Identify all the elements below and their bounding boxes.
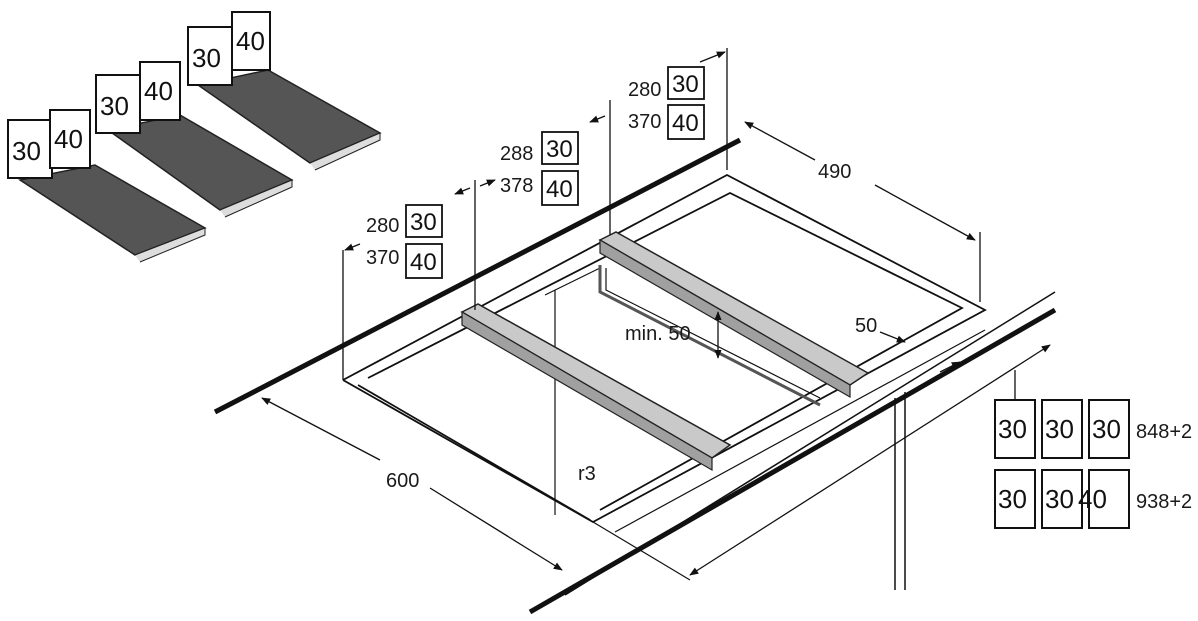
module-3-box-b — [231, 11, 271, 71]
module-1-box-a — [7, 119, 53, 179]
module-3-label-a: 30 — [192, 43, 221, 73]
dimension-50: 50 — [855, 315, 877, 337]
left-top-value: 280 — [366, 215, 399, 237]
row1-box-1: 30 — [998, 414, 1027, 444]
middle-bottom-value: 378 — [500, 175, 533, 197]
dimension-lines — [261, 48, 1051, 576]
cutout-label-right: 280 30 370 40 — [628, 66, 705, 140]
worktop-edges — [213, 137, 1057, 615]
middle-bottom-box: 40 — [546, 176, 573, 203]
cutout-label-left: 280 30 370 40 — [366, 204, 443, 279]
module-2-label-a: 30 — [100, 91, 129, 121]
width-table-row-1: 30 30 30 848+2 — [994, 399, 1192, 459]
left-bottom-value: 370 — [366, 247, 399, 269]
support-rail-left — [460, 303, 732, 472]
right-bottom-box: 40 — [672, 110, 699, 137]
row1-value: 848+2 — [1136, 421, 1192, 443]
left-top-box: 30 — [410, 209, 437, 236]
module-1-label-a: 30 — [12, 136, 41, 166]
module-1-label-b: 40 — [54, 124, 83, 154]
width-table-row-2: 30 30 40 938+2 — [994, 469, 1192, 529]
left-bottom-box: 40 — [410, 249, 437, 276]
row2-box-3: 40 — [1078, 484, 1107, 514]
row2-box-1: 30 — [998, 484, 1027, 514]
row2-box-2: 30 — [1045, 484, 1074, 514]
row2-value: 938+2 — [1136, 491, 1192, 513]
module-3-label-b: 40 — [236, 26, 265, 56]
row1-box-3: 30 — [1092, 414, 1121, 444]
cutout-label-middle: 288 30 378 40 — [500, 131, 579, 206]
dimension-600: 600 — [386, 470, 419, 492]
middle-top-box: 30 — [546, 136, 573, 163]
middle-top-value: 288 — [500, 143, 533, 165]
module-tile-2: 30 40 — [95, 61, 294, 218]
module-2-label-b: 40 — [144, 76, 173, 106]
dimension-min-50: min. 50 — [625, 323, 691, 345]
dimension-490: 490 — [818, 161, 851, 183]
dimension-r3: r3 — [578, 463, 596, 485]
module-1-box-b — [49, 109, 91, 169]
right-top-value: 280 — [628, 79, 661, 101]
support-rail-right — [598, 231, 870, 399]
module-tile-1: 30 40 — [7, 109, 207, 263]
right-top-box: 30 — [672, 71, 699, 98]
module-tile-3: 30 40 — [187, 11, 382, 171]
row1-box-2: 30 — [1045, 414, 1074, 444]
right-bottom-value: 370 — [628, 111, 661, 133]
module-2-box-b — [139, 61, 181, 121]
